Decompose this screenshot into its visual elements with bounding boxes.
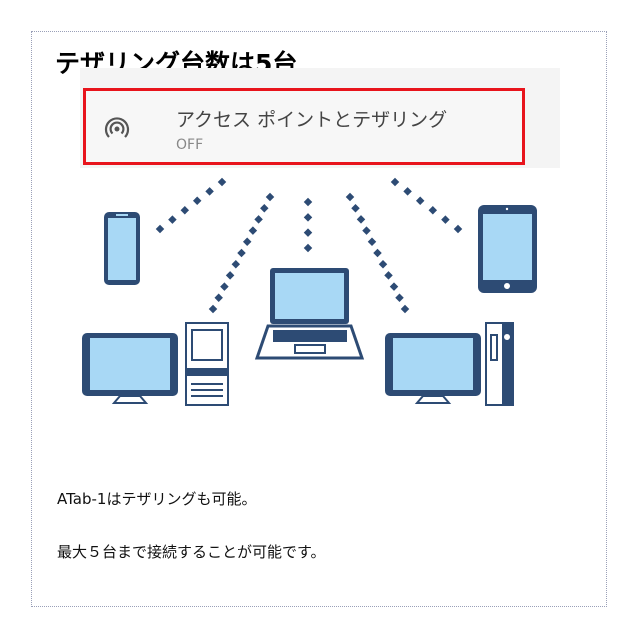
connection-dot: [237, 248, 246, 258]
connection-dot: [390, 177, 400, 187]
connection-dot: [303, 197, 313, 207]
connection-dot: [362, 226, 371, 235]
content-frame: [31, 31, 607, 607]
connection-dot: [168, 215, 177, 224]
connection-dot: [389, 282, 399, 291]
description-line-2: 最大５台まで接続することが可能です。: [57, 543, 326, 561]
connection-dot: [248, 226, 258, 235]
connection-dot: [303, 243, 313, 253]
connection-dot: [400, 304, 410, 314]
connection-dot: [403, 187, 412, 196]
connection-dot: [351, 203, 360, 213]
connection-dot: [441, 215, 450, 224]
connection-dot: [260, 203, 269, 213]
desktop-slim-icon: [385, 322, 514, 406]
connection-dot: [415, 196, 425, 206]
setting-label: アクセス ポイントとテザリング: [176, 109, 448, 131]
connection-dot: [395, 293, 404, 303]
hotspot-icon: [104, 117, 130, 138]
connection-dot: [254, 215, 263, 224]
description-line-1: ATab-1はテザリングも可能。: [57, 490, 257, 508]
connection-dot: [428, 205, 438, 215]
connection-dot: [220, 282, 229, 291]
connection-dot: [205, 187, 214, 196]
connection-dot: [356, 215, 366, 224]
connection-dot: [242, 237, 252, 247]
smartphone-icon: [104, 212, 140, 285]
connection-dot: [303, 228, 313, 237]
desktop-tower-icon: [82, 322, 229, 406]
connection-dot: [180, 205, 190, 215]
connection-dot: [265, 192, 275, 202]
connection-dot: [231, 259, 241, 269]
connection-dot: [214, 293, 223, 303]
connection-dot: [373, 248, 382, 258]
connection-dot: [225, 271, 235, 280]
laptop-icon: [254, 268, 365, 360]
connection-dot: [217, 177, 227, 187]
connection-dot: [345, 192, 355, 202]
connection-dots: [155, 177, 463, 314]
connection-dot: [453, 224, 463, 234]
connection-dot: [303, 213, 313, 222]
connection-dot: [378, 259, 388, 269]
connection-dot: [208, 304, 218, 314]
connection-dot: [367, 237, 377, 247]
connection-dot: [155, 224, 165, 234]
setting-status: OFF: [176, 137, 204, 153]
tablet-icon: [478, 205, 537, 293]
tethering-setting-item[interactable]: アクセス ポイントとテザリング OFF: [83, 88, 525, 165]
connection-dot: [192, 196, 202, 206]
connection-dot: [384, 271, 393, 280]
